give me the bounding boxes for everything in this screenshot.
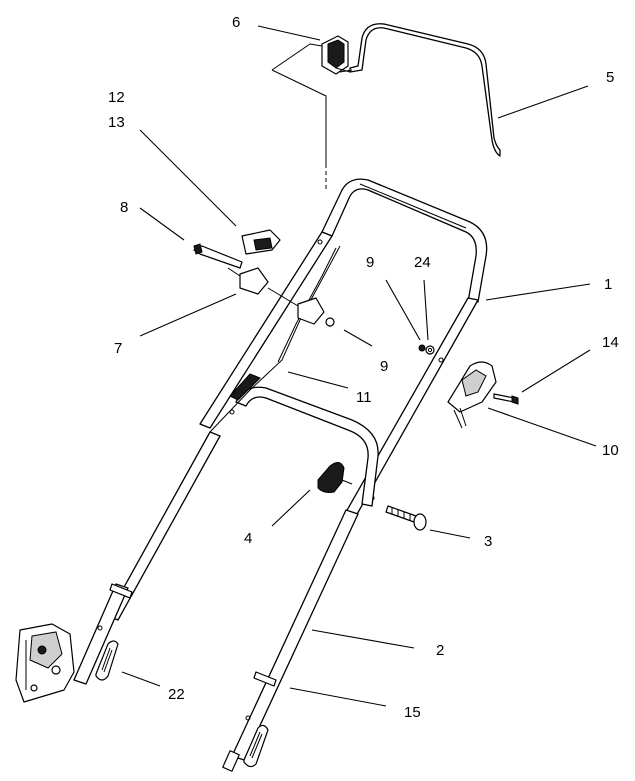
callout-3: 3 [484, 533, 492, 550]
callout-6: 6 [232, 14, 240, 31]
callout-9-top: 9 [366, 254, 374, 271]
callout-9-bottom: 9 [380, 358, 388, 375]
callout-2: 2 [436, 642, 444, 659]
part-11-cable [209, 245, 341, 433]
part-1-upper-handle [107, 178, 488, 621]
callout-15: 15 [404, 704, 421, 721]
part-7-clamp [227, 267, 269, 295]
cable-routing-lines [271, 43, 327, 190]
part-5-bail [339, 23, 501, 157]
leader-lines [121, 25, 597, 707]
callout-24: 24 [414, 254, 431, 271]
part-2-lower-handle [73, 386, 379, 772]
height-adjust-bracket [15, 623, 75, 703]
part-22-slot-plate [95, 640, 119, 681]
callout-1: 1 [604, 276, 612, 293]
callout-5: 5 [606, 69, 614, 86]
callout-12: 12 [108, 89, 125, 106]
callout-22: 22 [168, 686, 185, 703]
part-9-24-nut-washer [418, 344, 435, 355]
callout-4: 4 [244, 530, 252, 547]
part-10-control-housing [447, 361, 497, 429]
part-6-bracket [321, 35, 351, 75]
callout-10: 10 [602, 442, 619, 459]
part-12-13-cable-clip [241, 229, 281, 255]
part-3-carriage-bolt [385, 505, 427, 531]
callout-14: 14 [602, 334, 619, 351]
lower-slot-plate [243, 724, 269, 768]
part-8-bolt [193, 243, 243, 269]
cable-guide-block [267, 287, 335, 327]
callout-labels: 1 2 3 4 5 6 7 8 9 9 10 11 12 13 14 15 22… [108, 14, 619, 721]
callout-7: 7 [114, 340, 122, 357]
part-14-screw [493, 393, 519, 405]
callout-8: 8 [120, 199, 128, 216]
callout-13: 13 [108, 114, 125, 131]
part-4-knob [317, 462, 353, 493]
callout-11: 11 [356, 389, 372, 406]
